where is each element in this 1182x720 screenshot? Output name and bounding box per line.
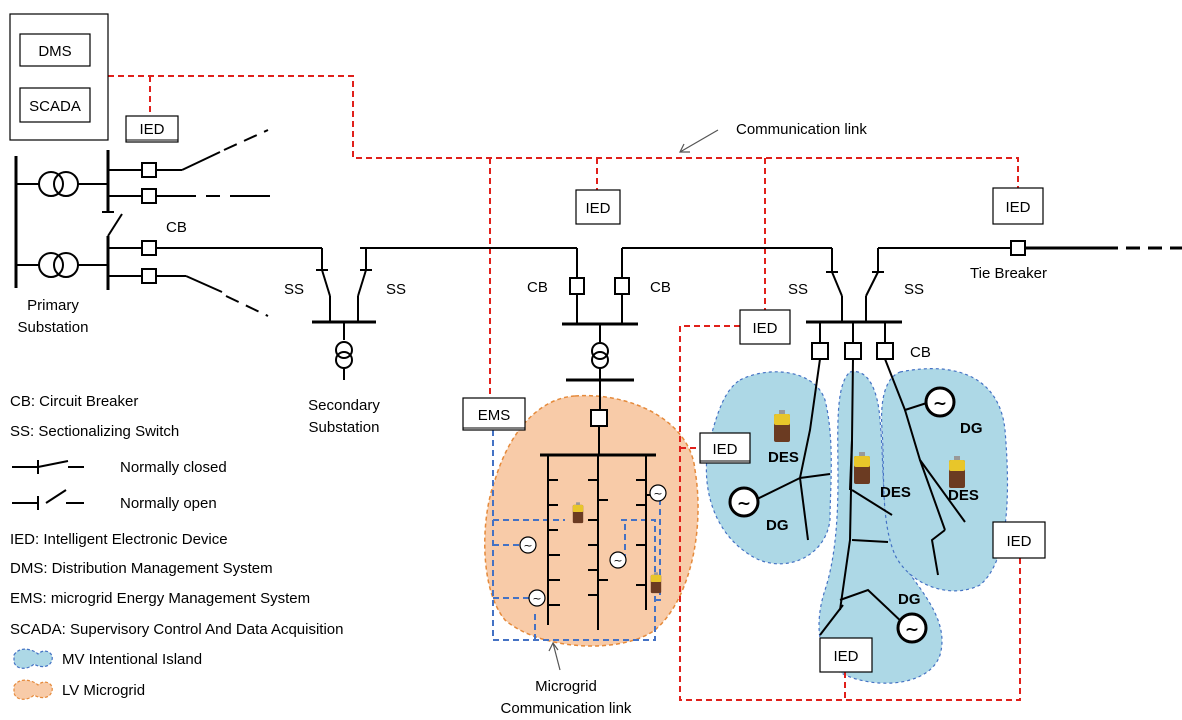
legend-cb: CB: Circuit Breaker xyxy=(10,393,138,410)
legend-normally-closed: Normally closed xyxy=(120,459,227,476)
ied-secondary-feeder-label: IED xyxy=(585,200,610,217)
legend-scada: SCADA: Supervisory Control And Data Acqu… xyxy=(10,621,344,638)
des-label-left: DES xyxy=(768,449,799,466)
ied-tie-breaker[interactable] xyxy=(992,187,1044,225)
dg-label-left: DG xyxy=(766,517,789,534)
ied-tie-breaker-label: IED xyxy=(1005,199,1030,216)
primary-substation-label-2: Substation xyxy=(18,319,89,336)
legend-normally-open: Normally open xyxy=(120,495,217,512)
mv-island-region-center xyxy=(818,371,943,684)
ied-primary[interactable] xyxy=(125,115,179,143)
svg-text:~: ~ xyxy=(532,592,541,605)
mv-island-generators: ~ ~ ~ xyxy=(728,386,965,644)
svg-text:~: ~ xyxy=(613,554,622,567)
microgrid-comm-arrow xyxy=(552,642,561,671)
lv-microgrid-generators: ~ ~ ~ ~ xyxy=(519,484,667,607)
scada-label: SCADA xyxy=(29,98,81,115)
ss-label-3: SS xyxy=(788,281,808,298)
tie-breaker-label: Tie Breaker xyxy=(970,265,1047,282)
communication-link-arrow xyxy=(679,129,719,153)
cb-label-primary: CB xyxy=(166,219,187,236)
legend-dms: DMS: Distribution Management System xyxy=(10,560,273,577)
lv-microgrid-legend-icon xyxy=(13,679,53,700)
legend-ems: EMS: microgrid Energy Management System xyxy=(10,590,310,607)
des-label-center: DES xyxy=(880,484,911,501)
cb-label-mv: CB xyxy=(910,344,931,361)
cb-label-mg-right: CB xyxy=(650,279,671,296)
ied-microgrid-label: IED xyxy=(712,441,737,458)
secondary-substation-label-2: Substation xyxy=(309,419,380,436)
scada-box[interactable] xyxy=(19,87,91,123)
dms-label: DMS xyxy=(38,43,71,60)
ied-mv-island-right-label: IED xyxy=(1006,533,1031,550)
cb-label-mg-left: CB xyxy=(527,279,548,296)
microgrid-communication-lines xyxy=(492,430,661,641)
mv-island-region-left xyxy=(705,371,832,565)
mv-island-network xyxy=(744,322,966,636)
svg-text:~: ~ xyxy=(905,620,919,640)
svg-text:~: ~ xyxy=(653,487,662,500)
ss-label-1: SS xyxy=(284,281,304,298)
ied-primary-label: IED xyxy=(139,121,164,138)
microgrid-comm-label-2: Communication link xyxy=(501,700,632,717)
ems-label: EMS xyxy=(478,407,511,424)
legend-ss: SS: Sectionalizing Switch xyxy=(10,423,179,440)
legend-lv-microgrid: LV Microgrid xyxy=(62,682,145,699)
primary-substation-label-1: Primary xyxy=(27,297,79,314)
ied-secondary-feeder[interactable] xyxy=(575,189,621,225)
ied-microgrid[interactable] xyxy=(699,432,751,464)
des-label-right: DES xyxy=(948,487,979,504)
svg-text:~: ~ xyxy=(933,394,947,414)
ied-mv-switch-label: IED xyxy=(752,320,777,337)
primary-substation xyxy=(14,129,270,317)
mv-island-legend-icon xyxy=(13,648,53,669)
ied-mv-island-bottom-label: IED xyxy=(833,648,858,665)
normally-closed-symbol xyxy=(12,460,84,474)
mv-island-region-right xyxy=(880,368,1009,592)
legend-ied: IED: Intelligent Electronic Device xyxy=(10,531,228,548)
ied-mv-switch[interactable] xyxy=(739,309,791,345)
communication-link-label: Communication link xyxy=(736,121,867,138)
ied-mv-island-right[interactable] xyxy=(992,521,1046,559)
ems-box[interactable] xyxy=(462,397,526,431)
legend: CB: Circuit Breaker SS: Sectionalizing S… xyxy=(10,393,344,700)
svg-text:~: ~ xyxy=(523,539,532,552)
lv-microgrid-network xyxy=(540,409,656,630)
ss-label-4: SS xyxy=(904,281,924,298)
communication-lines xyxy=(108,75,1021,701)
ss-label-2: SS xyxy=(386,281,406,298)
microgrid-comm-label-1: Microgrid xyxy=(535,678,597,695)
svg-text:~: ~ xyxy=(737,494,751,514)
dg-label-center: DG xyxy=(898,591,921,608)
dg-label-right: DG xyxy=(960,420,983,437)
legend-mv-island: MV Intentional Island xyxy=(62,651,202,668)
dms-box[interactable] xyxy=(19,33,91,67)
secondary-substation-label-1: Secondary xyxy=(308,397,380,414)
ied-mv-island-bottom[interactable] xyxy=(819,637,873,673)
normally-open-symbol xyxy=(12,489,84,510)
